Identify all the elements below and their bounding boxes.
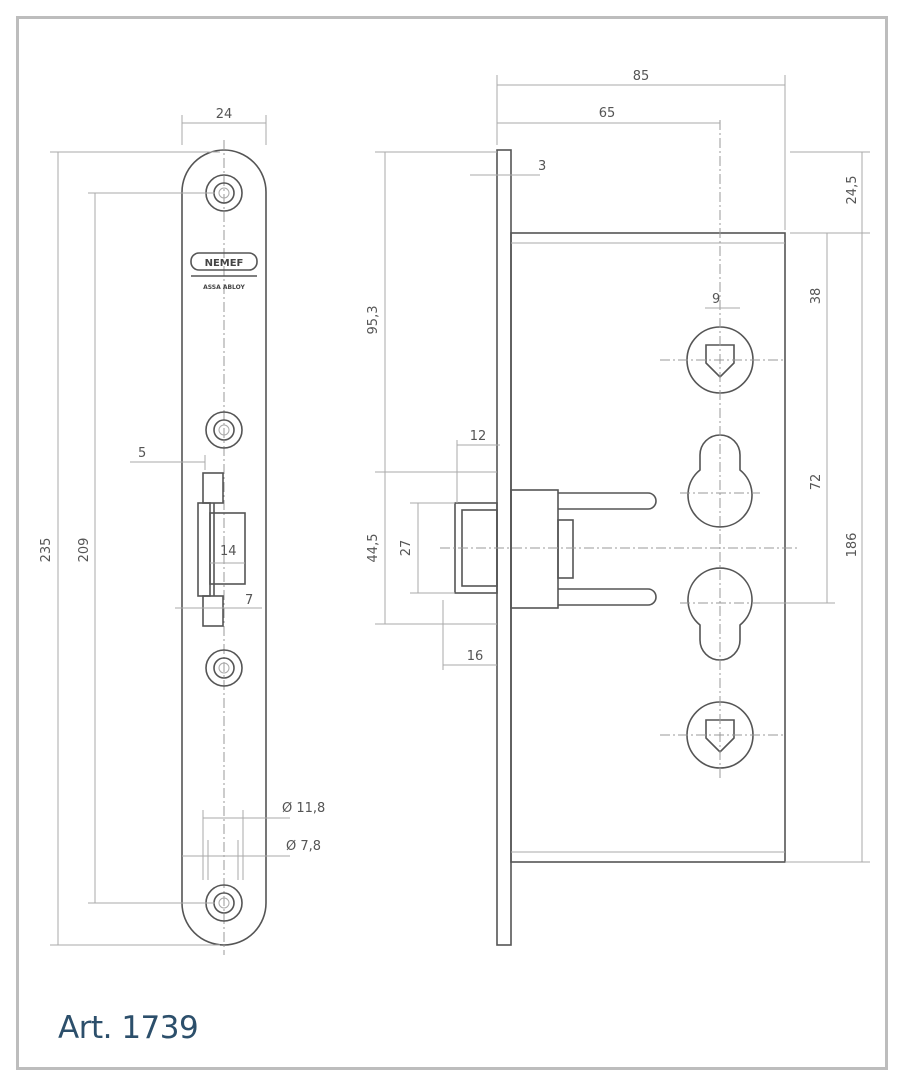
dim-case-height: 186 [845,533,860,558]
dim-case-depth: 85 [633,69,650,84]
dim-screw-spacing: 209 [77,538,92,563]
dim-latch-height-outer: 44,5 [366,534,381,563]
faceplate-front-view: NEMEF ASSA ABLOY 24 [39,107,325,955]
dim-latch-projection: 12 [470,429,487,444]
dim-overall-height: 235 [39,538,54,563]
screw-hole [205,649,243,687]
dim-hole-inner: Ø 7,8 [286,839,321,854]
dim-hole-outer: Ø 11,8 [282,801,325,816]
lock-case-side-view: 85 65 3 95,3 24,5 38 72 186 9 12 44,5 27… [366,69,870,946]
nemef-logo: NEMEF ASSA ABLOY [190,252,258,291]
dimension-lines [50,115,290,946]
latch-cutout [197,472,246,627]
dimension-lines [375,75,870,863]
screw-hole [205,411,243,449]
logo-sub: ASSA ABLOY [203,284,245,291]
dim-latch-depth: 16 [467,649,484,664]
dim-spindle-square: 9 [712,292,720,307]
latch-bolt [440,489,800,609]
cylinder-cutout-bottom [687,567,753,661]
dim-backset: 65 [599,106,616,121]
logo-brand: NEMEF [205,258,244,269]
dim-spindle-distance: 72 [809,474,824,491]
dim-top-offset: 95,3 [366,306,381,335]
dim-top-to-case: 24,5 [845,176,860,205]
drawing-frame [16,16,888,1070]
dim-bolt-width: 7 [245,593,253,608]
article-number: Art. 1739 [58,1010,199,1046]
dim-width: 24 [216,107,233,122]
dim-faceplate-thickness: 3 [538,159,546,174]
dim-spindle-to-top: 38 [809,288,824,305]
dim-latch-height-inner: 27 [399,540,414,557]
dim-latch-width: 14 [220,544,237,559]
dim-latch-offset: 5 [138,446,146,461]
